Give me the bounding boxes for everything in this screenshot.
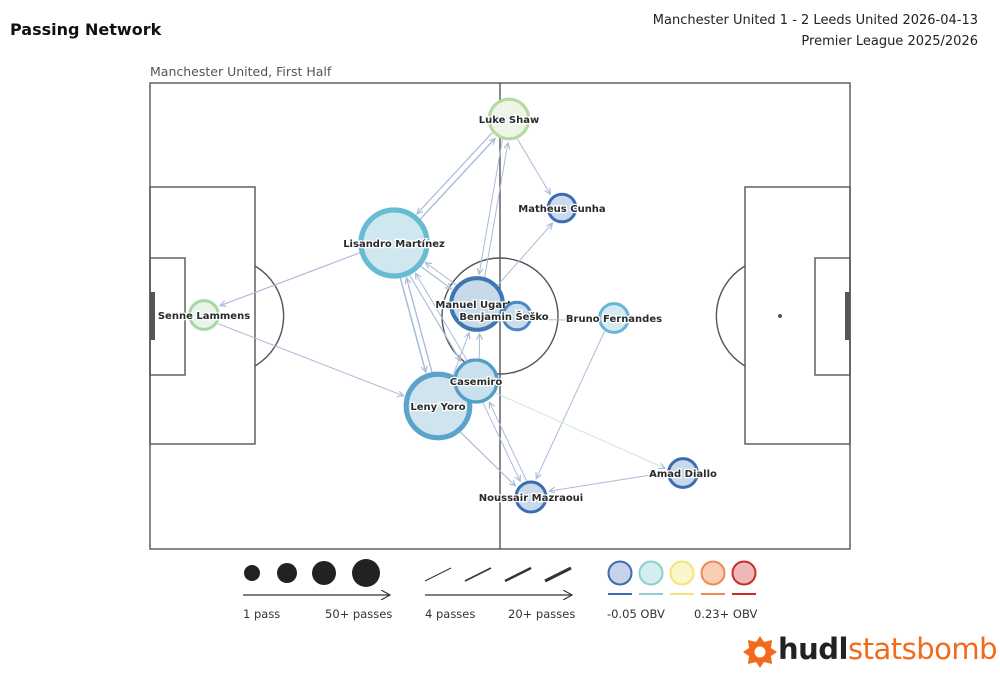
player-node: Benjamin Šeško	[458, 300, 550, 332]
legend-width-line	[464, 567, 492, 582]
player-label: Lisandro Martínez	[343, 238, 445, 250]
legend-obv-dot	[669, 560, 695, 586]
player-node: Matheus Cunha	[517, 192, 607, 224]
player-node-circle	[403, 371, 473, 441]
player-node-circle	[598, 302, 630, 334]
legend-size-dot	[352, 559, 380, 587]
brand-statsbomb: statsbomb	[848, 632, 998, 666]
match-score: Manchester United 1 - 2 Leeds United 202…	[652, 13, 978, 28]
legend-obv-max: 0.23+ OBV	[694, 607, 758, 621]
legend-size-max: 50+ passes	[325, 607, 393, 621]
player-node: Amad Diallo	[648, 457, 718, 489]
player-label: Bruno Fernandes	[566, 314, 662, 325]
legend-obv-min: -0.05 OBV	[607, 607, 665, 621]
page-title: Passing Network	[10, 20, 162, 39]
pass-edge	[536, 331, 605, 479]
right-goal	[845, 292, 850, 340]
legend-width-max: 20+ passes	[508, 607, 576, 621]
player-node-circle	[514, 480, 548, 514]
legend-size-dot	[312, 561, 336, 585]
pass-edge	[482, 402, 520, 481]
player-node: Luke Shaw	[477, 97, 541, 141]
player-node: Manuel Ugarte	[434, 276, 520, 332]
legend-width-line	[544, 566, 572, 583]
pass-edge	[399, 276, 426, 373]
legend-obv-dot	[731, 560, 757, 586]
pass-edge	[489, 402, 527, 481]
player-label: Manuel Ugarte	[435, 300, 518, 311]
player-node-circle	[667, 457, 699, 489]
pass-edge	[417, 132, 493, 214]
player-node: Leny Yoro	[403, 371, 473, 441]
pass-edge	[549, 472, 667, 491]
player-node-circle	[188, 299, 220, 331]
player-node: Lisandro Martínez	[342, 207, 446, 279]
player-node: Noussair Mazraoui	[477, 480, 585, 514]
legend	[243, 559, 757, 595]
player-label: Senne Lammens	[158, 311, 250, 322]
legend-size-dot	[277, 563, 297, 583]
legend-obv-dot	[638, 560, 664, 586]
right-penalty-area	[744, 186, 851, 445]
player-node-circle	[501, 300, 533, 332]
player-label: Amad Diallo	[649, 469, 717, 480]
legend-size-min: 1 pass	[243, 607, 281, 621]
player-label: Matheus Cunha	[518, 204, 605, 215]
pass-edge	[532, 319, 596, 320]
brand-wordmark: hudlstatsbomb	[778, 632, 998, 666]
pass-edge	[419, 138, 495, 221]
right-penalty-spot	[778, 314, 782, 318]
pass-edge	[484, 143, 508, 278]
competition: Premier League 2025/2026	[801, 34, 978, 49]
pass-edge	[459, 431, 515, 486]
legend-width-line	[424, 567, 452, 582]
player-node-circle	[453, 358, 499, 404]
right-penalty-arc	[715, 265, 746, 367]
pass-edge	[497, 223, 553, 286]
player-node-circle	[487, 97, 531, 141]
player-node: Casemiro	[448, 358, 504, 404]
pass-edge	[426, 262, 457, 286]
pass-edge	[415, 273, 468, 361]
legend-size-dot	[244, 565, 260, 581]
pass-edge	[479, 139, 503, 274]
legend-obv-dot	[700, 560, 726, 586]
legend-width-line	[504, 566, 532, 583]
player-node-circle	[546, 192, 578, 224]
centre-circle	[441, 257, 559, 375]
player-label: Casemiro	[450, 377, 503, 388]
pass-edge	[220, 252, 361, 306]
pass-edge	[217, 323, 403, 396]
player-label: Leny Yoro	[410, 402, 465, 413]
pass-edge	[517, 138, 551, 194]
player-node-circle	[449, 276, 505, 332]
pass-edge	[419, 265, 451, 289]
match-info: Manchester United 1 - 2 Leeds United 202…	[653, 10, 978, 52]
player-label: Luke Shaw	[479, 115, 539, 126]
hudl-logo-icon	[743, 636, 777, 668]
player-node: Senne Lammens	[157, 299, 251, 331]
pass-edge	[408, 274, 460, 361]
left-penalty-arc	[254, 265, 285, 367]
right-six-yard-box	[814, 257, 851, 376]
legend-obv-dot	[607, 560, 633, 586]
player-node-circle	[358, 207, 430, 279]
pass-edge	[407, 278, 433, 374]
player-node: Bruno Fernandes	[565, 302, 663, 334]
brand-hudl: hudl	[778, 632, 849, 666]
pass-edge	[495, 392, 665, 468]
player-label: Benjamin Šeško	[459, 310, 548, 323]
legend-width-min: 4 passes	[425, 607, 476, 621]
player-label: Noussair Mazraoui	[479, 493, 583, 504]
pass-edge	[452, 333, 469, 377]
network-subtitle: Manchester United, First Half	[150, 64, 332, 79]
left-goal	[150, 292, 155, 340]
